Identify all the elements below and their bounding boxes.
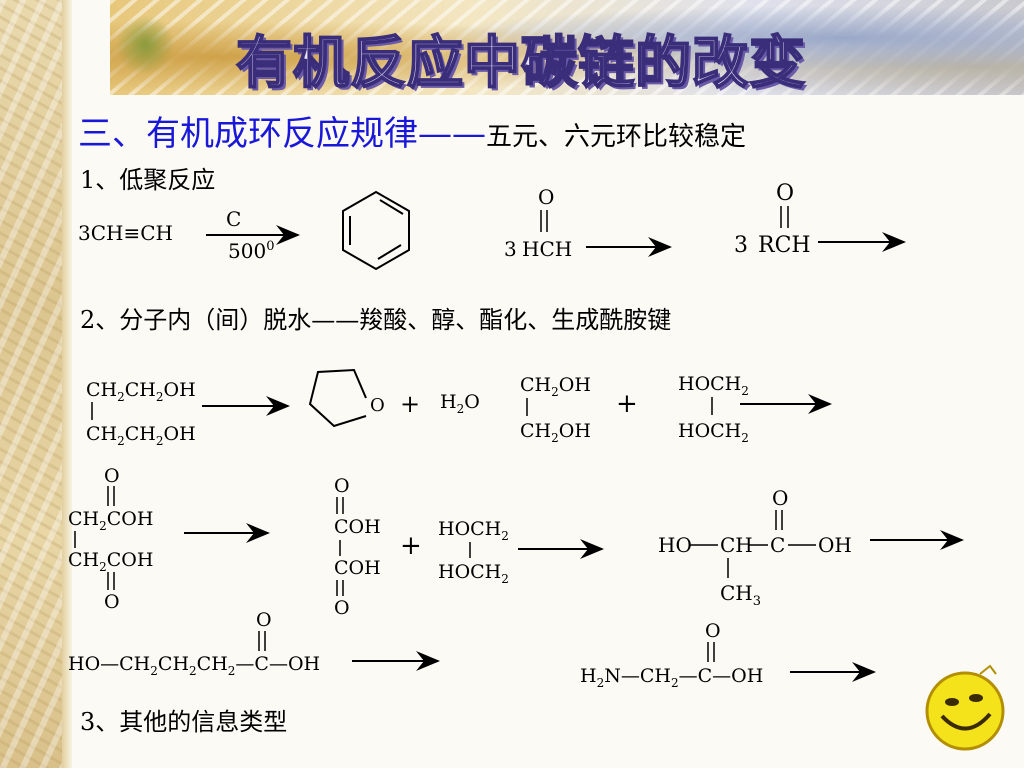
heading-note: 五元、六元环比较稳定 [486, 122, 747, 152]
formaldehyde-group: HCH [522, 237, 572, 261]
benzene-ring [342, 190, 410, 271]
oxalic-acid-glycol: O COH COH O + HOCH2 HOCH2 [334, 475, 604, 619]
temperature-label: 5000 [228, 239, 274, 263]
leaf-decoration [110, 10, 180, 80]
oxygen-label: O [538, 185, 554, 209]
glycol-right-top: HOCH2 [678, 373, 749, 398]
butanediol-top: CH2CH2OH [86, 379, 196, 404]
plus-sign: + [400, 531, 422, 561]
glycol-top: HOCH2 [438, 518, 509, 543]
plus-sign: + [616, 389, 638, 419]
glycol-left-top: CH2OH [520, 374, 591, 399]
lactic-c: C [770, 533, 785, 557]
section-1-label: 1、低聚反应 [80, 166, 216, 194]
butanediol-dehydration: CH2CH2OH CH2CH2OH O + H2O [86, 368, 480, 448]
coefficient: 3 [504, 237, 517, 261]
smiley-face-icon [925, 664, 1005, 751]
heading-dash: —— [418, 114, 486, 154]
marble-border-fade [62, 0, 72, 768]
hydroxybutanoic-chain: HO—CH2CH2CH2—C—OH [68, 653, 320, 678]
glycine: O H2N—CH2—C—OH [580, 620, 876, 690]
oxalic-top: COH [334, 516, 381, 538]
hydroxybutanoic-acid: O HO—CH2CH2CH2—C—OH [68, 609, 440, 678]
tetrahydrofuran-ring [308, 368, 367, 428]
oxygen-label: O [334, 597, 350, 619]
plus-sign: + [400, 390, 420, 418]
succinic-top: CH2COH [68, 508, 153, 533]
section-heading: 三、有机成环反应规律——五元、六元环比较稳定 [78, 106, 746, 155]
glycine-chain: H2N—CH2—C—OH [580, 665, 763, 690]
heading-main: 三、有机成环反应规律 [78, 114, 418, 154]
lactic-ho: HO [658, 533, 692, 557]
butanediol-bottom: CH2CH2OH [86, 423, 196, 448]
oxygen-label: O [772, 486, 788, 510]
formaldehyde-reaction: O 3 HCH [504, 185, 672, 261]
glycol-left-bottom: CH2OH [520, 420, 591, 445]
oxygen-label: O [776, 181, 794, 206]
coefficient: 3 [734, 233, 748, 258]
lactic-acid: O HO CH C OH CH3 [658, 486, 964, 609]
lactic-ch: CH [720, 533, 753, 557]
glycol-right-bottom: HOCH2 [678, 420, 749, 445]
glycol-pair-reaction: CH2OH CH2OH + HOCH2 HOCH2 [520, 373, 832, 445]
oxygen-label: O [334, 475, 350, 497]
section-2-label: 2、分子内（间）脱水——羧酸、醇、酯化、生成酰胺键 [80, 306, 672, 334]
decorative-banner [110, 0, 1024, 95]
aldehyde-reaction: O 3 RCH [734, 181, 906, 258]
succinic-acid: O CH2COH CH2COH O [68, 465, 270, 613]
oxygen-label: O [256, 609, 272, 631]
oxygen-label: O [705, 620, 721, 642]
catalyst-label: C [226, 207, 241, 231]
succinic-bottom: CH2COH [68, 549, 153, 574]
aldehyde-group: RCH [758, 233, 811, 258]
ring-oxygen: O [370, 395, 385, 416]
slide-title: 有机反应中碳链的改变 [235, 30, 806, 97]
acetylene-reactant: 3CH≡CH [78, 221, 173, 245]
water: H2O [440, 391, 480, 416]
lactic-oh: OH [818, 533, 852, 557]
methyl-group: CH3 [720, 581, 761, 609]
oxalic-bottom: COH [334, 557, 381, 579]
acetylene-reaction: 3CH≡CH C 5000 [78, 190, 410, 271]
section-3-label: 3、其他的信息类型 [80, 708, 288, 736]
glycol-bottom: HOCH2 [438, 561, 509, 586]
oxygen-label: O [104, 465, 120, 487]
oxygen-label: O [104, 591, 120, 613]
marble-border-left [0, 0, 62, 768]
